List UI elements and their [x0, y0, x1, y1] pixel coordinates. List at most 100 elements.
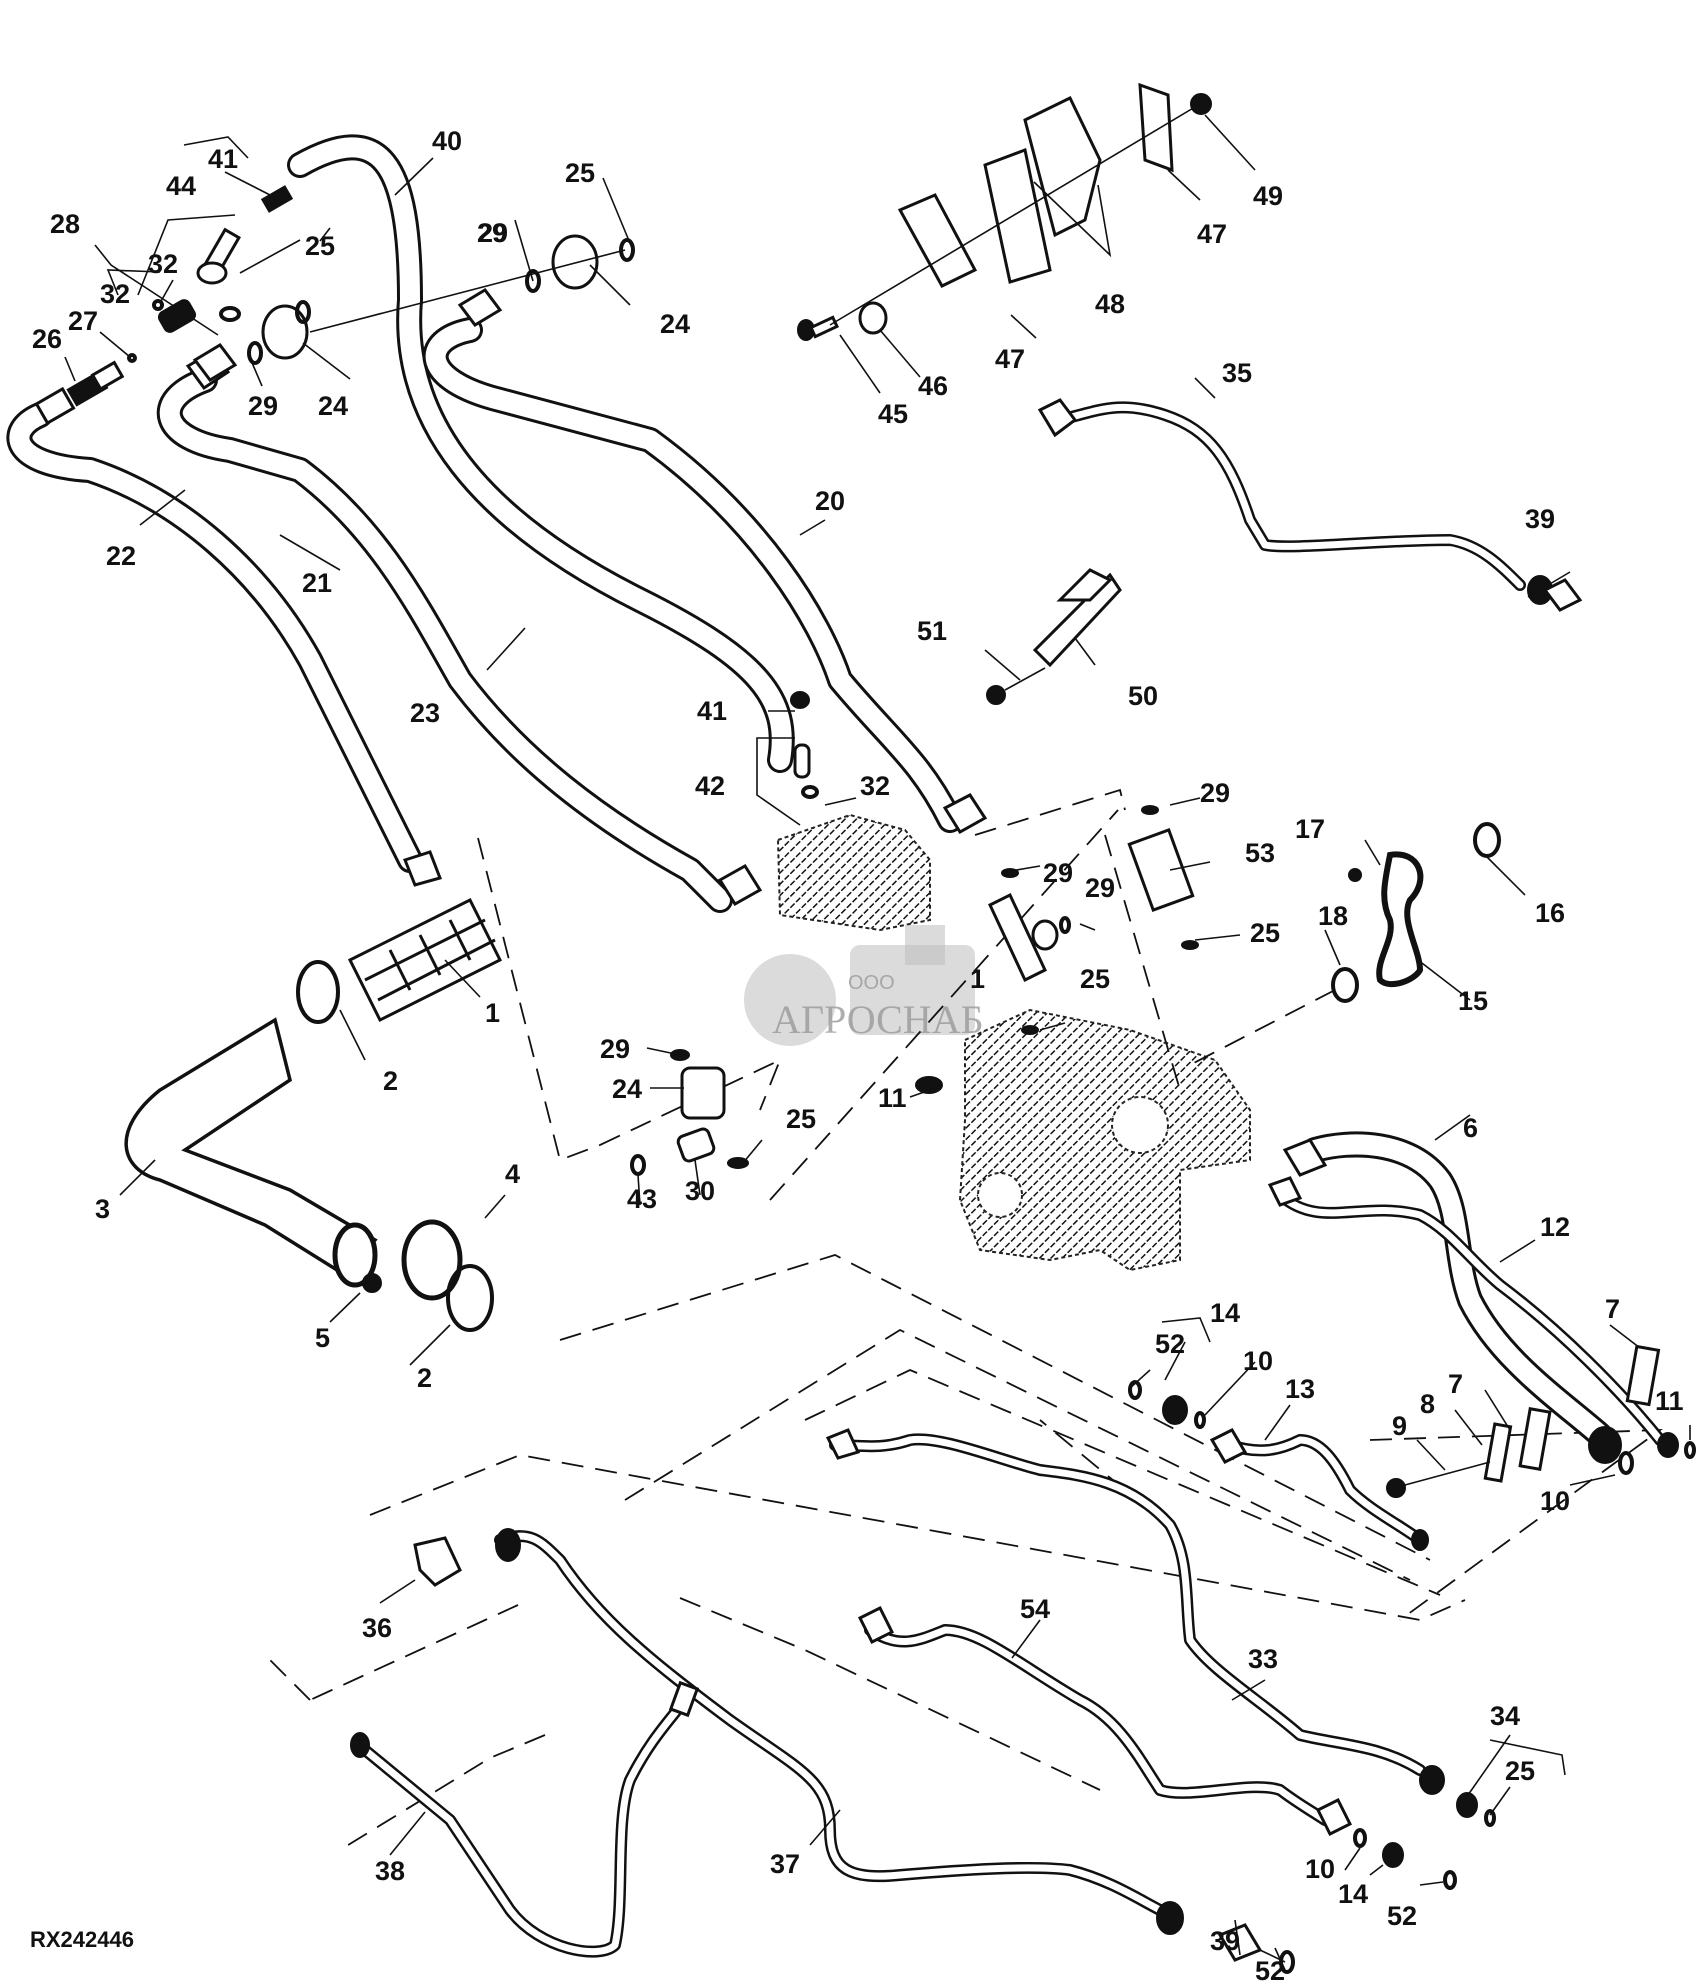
callout-24: 24 — [612, 1074, 642, 1104]
line-37 — [413, 1528, 1295, 1974]
callout-21: 21 — [302, 568, 332, 598]
callout-25: 25 — [1250, 918, 1280, 948]
callout-14: 14 — [1210, 1298, 1240, 1328]
adapter-53 — [1127, 805, 1199, 950]
callout-29: 29 — [1200, 778, 1230, 808]
callout-54: 54 — [1020, 1594, 1050, 1624]
callout-27: 27 — [68, 306, 98, 336]
callout-20: 20 — [815, 486, 845, 516]
callout-45: 45 — [878, 399, 908, 429]
callout-53: 53 — [1245, 838, 1275, 868]
callout-15: 15 — [1458, 986, 1488, 1016]
callout-8: 8 — [1420, 1389, 1435, 1419]
line-13 — [1128, 1380, 1429, 1551]
line-33 — [825, 1428, 1496, 1827]
callout-29: 29 — [477, 218, 507, 248]
clamp-4 — [362, 1219, 494, 1332]
clamp-hardware-top — [797, 82, 1212, 341]
callout-46: 46 — [918, 371, 948, 401]
watermark-name: АГРОСНАБ — [772, 997, 984, 1042]
callout-44: 44 — [166, 171, 196, 201]
callout-11: 11 — [1655, 1386, 1684, 1416]
callout-32: 32 — [100, 279, 130, 309]
callout-25: 25 — [565, 158, 595, 188]
callout-52: 52 — [1255, 1956, 1285, 1985]
callout-35: 35 — [1222, 358, 1252, 388]
callout-33: 33 — [1248, 1644, 1278, 1674]
callout-25: 25 — [1080, 964, 1110, 994]
callout-50: 50 — [1128, 681, 1158, 711]
callout-4: 4 — [505, 1159, 520, 1189]
line-20 — [422, 317, 963, 833]
callout-23: 23 — [410, 698, 440, 728]
callout-10: 10 — [1305, 1854, 1335, 1884]
callout-43: 43 — [627, 1184, 657, 1214]
callout-30: 30 — [685, 1176, 715, 1206]
callout-1: 1 — [970, 964, 985, 994]
line-35 — [1037, 398, 1583, 612]
watermark-prefix: ООО — [848, 972, 895, 994]
clamps-7-8-9 — [1386, 1344, 1696, 1498]
callout-2: 2 — [417, 1363, 432, 1393]
callout-52: 52 — [1155, 1329, 1185, 1359]
callout-14: 14 — [1338, 1879, 1368, 1909]
callout-10: 10 — [1540, 1486, 1570, 1516]
line-12 — [1267, 1176, 1679, 1458]
callout-12: 12 — [1540, 1212, 1570, 1242]
callout-24: 24 — [660, 309, 690, 339]
callout-39: 39 — [1210, 1926, 1240, 1956]
line-23 — [156, 367, 733, 913]
line-6 — [1282, 1131, 1622, 1464]
callout-40: 40 — [432, 126, 462, 156]
strainer-1 — [296, 897, 503, 1024]
callout-22: 22 — [106, 541, 136, 571]
callout-42: 42 — [695, 771, 725, 801]
callout-49: 49 — [1253, 181, 1283, 211]
callout-38: 38 — [375, 1856, 405, 1886]
callout-28: 28 — [50, 209, 80, 239]
callout-29: 29 — [1043, 858, 1073, 888]
leader-lines — [64, 114, 1691, 1971]
callout-10: 10 — [1243, 1346, 1273, 1376]
callout-41: 41 — [208, 144, 238, 174]
callout-39: 39 — [1525, 504, 1555, 534]
assembly-guide-lines — [269, 788, 1663, 1851]
callout-26: 26 — [32, 324, 62, 354]
callout-13: 13 — [1285, 1374, 1315, 1404]
callout-25: 25 — [305, 231, 335, 261]
hose-end-nuts — [403, 793, 988, 907]
callout-32: 32 — [860, 771, 890, 801]
hose-40 — [287, 134, 795, 773]
line-38 — [350, 1680, 700, 1958]
bracket-50 — [986, 568, 1122, 705]
callout-7: 7 — [1605, 1294, 1620, 1324]
fitting-stack-24 — [630, 1049, 943, 1176]
callout-32: 32 — [148, 249, 178, 279]
callout-2: 2 — [383, 1066, 398, 1096]
callout-16: 16 — [1535, 898, 1565, 928]
callout-29: 29 — [600, 1034, 630, 1064]
callout-25: 25 — [786, 1104, 816, 1134]
callout-48: 48 — [1095, 289, 1125, 319]
callout-37: 37 — [770, 1849, 800, 1879]
callout-29: 29 — [1085, 873, 1115, 903]
callout-47: 47 — [1197, 219, 1227, 249]
hose-22 — [6, 402, 423, 873]
fitting-42 — [790, 691, 819, 799]
callout-34: 34 — [1490, 1701, 1520, 1731]
callout-1: 1 — [485, 998, 500, 1028]
callout-36: 36 — [362, 1613, 392, 1643]
callout-47: 47 — [995, 344, 1025, 374]
fittings-top-left — [34, 185, 635, 426]
callout-17: 17 — [1295, 814, 1325, 844]
callout-6: 6 — [1463, 1113, 1478, 1143]
callout-25: 25 — [1505, 1756, 1535, 1786]
line-54 — [857, 1605, 1457, 1890]
callout-18: 18 — [1318, 901, 1348, 931]
callout-51: 51 — [917, 616, 947, 646]
watermark-logo: ООО АГРОСНАБ — [744, 925, 984, 1046]
callout-3: 3 — [95, 1194, 110, 1224]
elbow-15 — [1189, 822, 1501, 1066]
callout-9: 9 — [1392, 1411, 1407, 1441]
